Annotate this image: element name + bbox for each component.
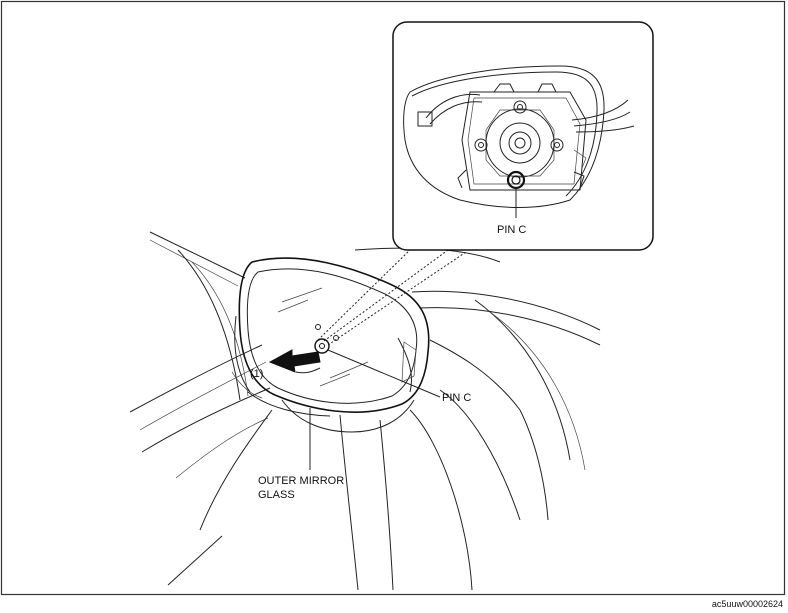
mirror-housing [234,257,430,433]
figure-code: ac5uuw00002624 [712,599,783,609]
inset-frame [392,21,654,251]
door-body-lines [129,231,273,586]
leader-lines [309,349,441,470]
fender-lines [339,247,601,591]
pin-c-main-label: PIN C [442,392,471,404]
pin-c-main-marker [314,338,330,354]
removal-direction-arrow [268,349,321,374]
inset-detail [392,21,654,251]
step-number-label: (1) [250,368,263,380]
projection-lines [317,247,467,346]
outer-mirror-glass-label-line2: GLASS [258,489,295,501]
outer-mirror-glass-label-line1: OUTER MIRROR [258,475,344,487]
pin-c-inset-label: PIN C [497,224,526,236]
